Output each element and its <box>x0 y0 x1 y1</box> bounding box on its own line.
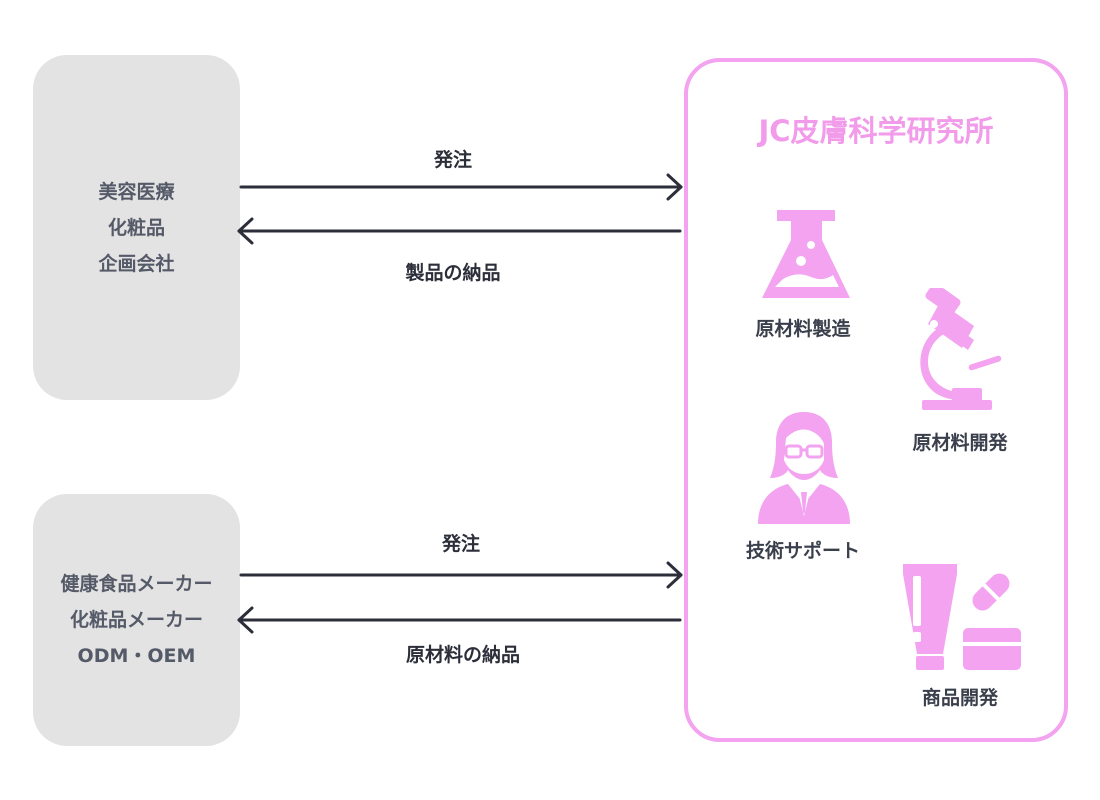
client-line: ODM・OEM <box>77 645 196 667</box>
client-line: 化粧品メーカー <box>69 609 203 631</box>
flow-label-material-delivery: 原材料の納品 <box>405 644 521 666</box>
arrow-order-top <box>239 173 683 201</box>
service-label-product-development: 商品開発 <box>921 687 999 709</box>
cosmetics-icon <box>903 564 1021 670</box>
service-label-technical-support: 技術サポート <box>745 540 861 562</box>
client-line: 美容医療 <box>98 180 175 203</box>
flow-label-product-delivery: 製品の納品 <box>405 262 501 284</box>
arrow-delivery-bottom <box>237 606 682 634</box>
arrow-delivery-top <box>237 217 682 245</box>
client-line: 企画会社 <box>98 252 175 275</box>
client-box-manufacturer: 健康食品メーカー 化粧品メーカー ODM・OEM <box>33 494 240 746</box>
flask-icon <box>762 210 850 298</box>
client-box-beauty: 美容医療 化粧品 企画会社 <box>33 55 240 400</box>
service-label-material-development: 原材料開発 <box>912 432 1008 454</box>
flow-label-order: 発注 <box>441 533 481 555</box>
lab-title: JC皮膚科学研究所 <box>758 114 994 148</box>
microscope-icon <box>920 288 1002 410</box>
arrow-order-bottom <box>239 561 683 589</box>
service-label-material-production: 原材料製造 <box>755 318 851 340</box>
client-line: 化粧品 <box>107 216 165 239</box>
researcher-icon <box>758 412 850 524</box>
client-line: 健康食品メーカー <box>60 573 213 595</box>
flow-label-order: 発注 <box>433 149 473 171</box>
